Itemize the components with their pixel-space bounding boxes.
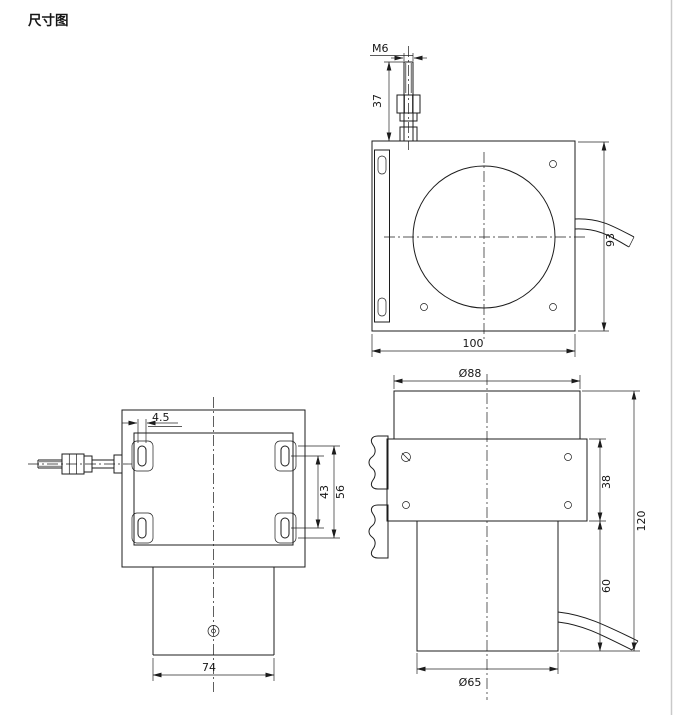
mount-slot	[280, 445, 290, 467]
dim-body-height: 93	[604, 233, 617, 247]
cable-icon-side	[557, 611, 639, 651]
page-title: 尺寸图	[28, 12, 69, 29]
front-centerlines	[384, 46, 588, 340]
bracket-slot	[377, 155, 387, 175]
housing-screw	[207, 625, 220, 637]
top-drum-housing	[152, 567, 275, 656]
dim-stud-height: 37	[371, 94, 384, 108]
dim-slot-width: 4.5	[152, 411, 170, 424]
front-dimensions: M6 37 93 100	[370, 42, 617, 357]
washer	[83, 455, 93, 473]
side-mounting-clamps	[368, 435, 389, 559]
front-body	[371, 140, 576, 332]
dim-total-height: 120	[635, 511, 648, 532]
washer	[399, 112, 418, 122]
mount-slot	[137, 517, 147, 539]
dim-thread-label: M6	[372, 42, 389, 55]
side-dimensions: Ø88 38 60 120 Ø65	[393, 367, 648, 689]
side-screws	[401, 452, 572, 509]
front-left-bracket	[374, 149, 390, 323]
dim-housing-width: 74	[202, 661, 216, 674]
wire-outlet-stud	[37, 453, 123, 475]
dim-bracket-span: 56	[334, 485, 347, 499]
dim-flange-height: 38	[600, 475, 613, 489]
drum-circle	[412, 165, 556, 309]
top-clamp-ears	[131, 440, 297, 544]
side-bottom-cylinder	[416, 520, 559, 652]
mount-slot	[137, 445, 147, 467]
side-view: Ø88 38 60 120 Ø65	[368, 367, 648, 700]
front-screws	[420, 160, 557, 311]
stud-collar	[113, 454, 123, 474]
dim-body-width: 100	[463, 337, 484, 350]
top-dimensions: 4.5 43 56 74	[122, 411, 347, 681]
top-view: 4.5 43 56 74	[28, 397, 347, 692]
dim-drum-height: 60	[600, 579, 613, 593]
dim-bottom-diameter: Ø65	[459, 676, 482, 689]
dim-top-diameter: Ø88	[459, 367, 482, 380]
bracket-slot	[377, 297, 387, 317]
stud-collar	[399, 126, 418, 142]
top-body	[133, 432, 294, 546]
threaded-stud	[396, 61, 421, 142]
top-bracket-plate	[121, 409, 306, 568]
front-view: M6 37 93 100	[370, 42, 635, 357]
dim-slot-span: 43	[318, 485, 331, 499]
mount-slot	[280, 517, 290, 539]
